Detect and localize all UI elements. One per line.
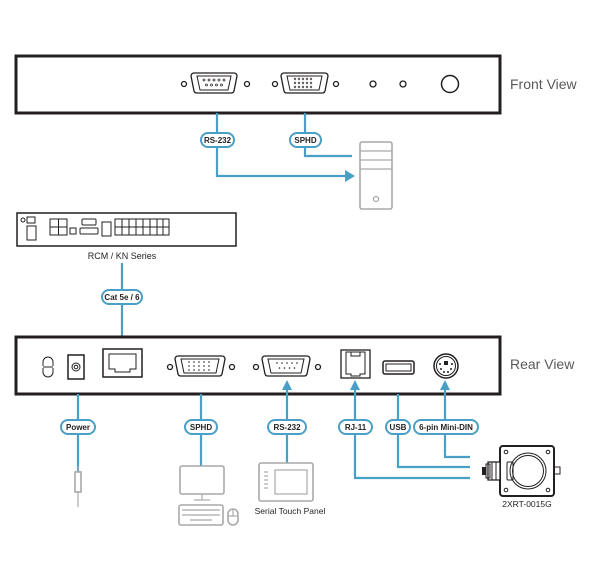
rj11-badge: RJ-11 bbox=[338, 419, 373, 435]
grounding-icon bbox=[42, 356, 54, 378]
rj45-port bbox=[102, 348, 143, 378]
rear-panel bbox=[14, 335, 502, 396]
keyboard-icon bbox=[178, 504, 224, 526]
rear-rs232-badge: RS-232 bbox=[267, 419, 307, 435]
svg-text:Cat 5e / 6: Cat 5e / 6 bbox=[104, 293, 140, 302]
ethernet-ports-icon bbox=[49, 218, 68, 236]
front-rs232-port bbox=[180, 72, 251, 94]
svg-text:RS-232: RS-232 bbox=[273, 423, 301, 432]
computer-tower-icon bbox=[359, 141, 393, 210]
usb-cable bbox=[396, 394, 470, 469]
front-sphd-port bbox=[271, 72, 340, 94]
rj11-port-icon bbox=[69, 227, 77, 235]
power-inlet-icon bbox=[20, 216, 37, 241]
rear-view-label: Rear View bbox=[510, 356, 575, 372]
arrow-icon bbox=[282, 380, 292, 390]
sphd-port-icon bbox=[79, 227, 99, 235]
svg-text:SPHD: SPHD bbox=[294, 136, 316, 145]
led-indicator-icon bbox=[399, 80, 407, 88]
svg-text:RS-232: RS-232 bbox=[204, 136, 232, 145]
front-sphd-badge: SPHD bbox=[289, 132, 322, 148]
usb-ports-icon bbox=[101, 221, 112, 237]
svg-text:6-pin Mini-DIN: 6-pin Mini-DIN bbox=[419, 423, 473, 432]
front-sphd-cable bbox=[303, 113, 352, 158]
keyswitch-label: 2XRT-0015G bbox=[502, 499, 551, 509]
rear-sphd-port bbox=[166, 355, 236, 377]
minidin-badge: 6-pin Mini-DIN bbox=[413, 419, 479, 435]
svg-text:USB: USB bbox=[390, 423, 407, 432]
arrow-icon bbox=[440, 380, 450, 390]
dc-power-jack bbox=[67, 354, 85, 380]
led-indicator-icon bbox=[369, 80, 377, 88]
kvm-port-bank-icon bbox=[114, 218, 170, 236]
mouse-icon bbox=[227, 508, 239, 526]
rear-sphd-badge: SPHD bbox=[184, 419, 218, 435]
arrow-icon bbox=[345, 170, 355, 182]
arrow-icon bbox=[350, 380, 360, 390]
touch-panel-label: Serial Touch Panel bbox=[255, 506, 326, 516]
uplink-cable-badge: Cat 5e / 6 bbox=[101, 289, 143, 305]
front-rs232-badge: RS-232 bbox=[200, 132, 235, 148]
svg-text:RJ-11: RJ-11 bbox=[345, 423, 367, 432]
kvm-switch bbox=[16, 212, 237, 247]
front-view-label: Front View bbox=[510, 76, 578, 92]
front-rs232-cable bbox=[215, 113, 345, 178]
rj11-cable bbox=[353, 388, 470, 480]
svg-text:Power: Power bbox=[66, 423, 90, 432]
front-panel bbox=[14, 54, 502, 115]
db9-port-icon bbox=[81, 218, 97, 226]
svg-text:SPHD: SPHD bbox=[190, 423, 212, 432]
kvm-switch-label: RCM / KN Series bbox=[88, 251, 157, 261]
rj11-port bbox=[340, 349, 371, 379]
minidin-port bbox=[433, 353, 459, 379]
power-plug-icon bbox=[74, 466, 82, 507]
monitor-icon bbox=[179, 465, 225, 501]
power-button-icon bbox=[440, 74, 460, 94]
usb-port bbox=[382, 360, 415, 375]
power-cable-badge: Power bbox=[60, 419, 96, 435]
rear-rs232-port bbox=[252, 355, 322, 377]
keyswitch-icon bbox=[482, 445, 561, 497]
usb-badge: USB bbox=[385, 419, 411, 435]
minidin-cable bbox=[443, 388, 470, 459]
touch-panel-icon bbox=[258, 462, 314, 502]
front-chassis bbox=[14, 54, 502, 115]
